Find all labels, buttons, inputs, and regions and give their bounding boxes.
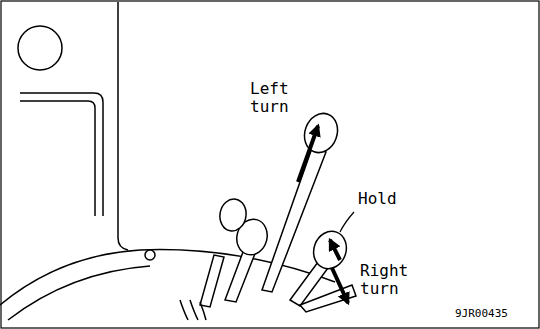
- figure-code: 9JR00435: [455, 308, 508, 321]
- panel: [0, 2, 335, 320]
- levers: [145, 109, 356, 320]
- hold-arrow: [330, 240, 340, 260]
- direction-label: Right turn: [360, 262, 408, 299]
- position-label: Hold: [358, 190, 397, 208]
- left-turn-arrow: [298, 126, 318, 182]
- direction-label: Left turn: [250, 80, 289, 117]
- right-turn-arrow: [332, 268, 348, 303]
- leader-line: [340, 212, 354, 232]
- motion-arrows: [298, 126, 354, 303]
